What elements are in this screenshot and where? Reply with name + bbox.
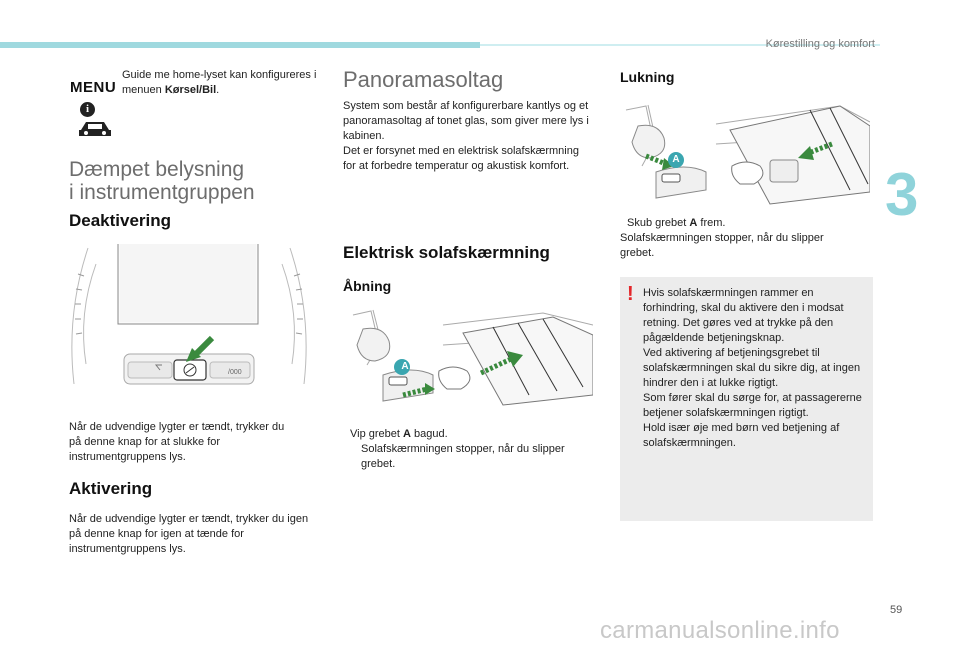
opening-step-after: bagud. (410, 428, 448, 440)
closing-result-text: Solafskærmningen stopper, når du slipper… (620, 232, 824, 259)
closing-figure (625, 104, 870, 205)
warning-box (620, 277, 873, 521)
dimming-title-line1: Dæmpet belysning (69, 158, 245, 181)
chapter-number: 3 (885, 161, 919, 228)
activation-text: Når de udvendige lygter er tændt, trykke… (69, 513, 309, 555)
closing-step: Skub grebet A frem. Solafskærmningen sto… (620, 216, 870, 261)
closing-result: Solafskærmningen stopper, når du slipper… (620, 231, 855, 261)
warning-text: Hvis solafskærmningen rammer en forhindr… (643, 287, 862, 449)
closing-callout-label: A (672, 154, 680, 165)
opening-figure (352, 309, 593, 406)
closing-step-before: Skub grebet (627, 217, 690, 229)
dimming-title: Dæmpet belysning i instrumentgruppen (69, 158, 255, 204)
section-title: Kørestilling og komfort (765, 38, 875, 50)
opening-result: Solafskærmningen stopper, når du slipper… (361, 443, 565, 470)
instrument-cluster-figure: /000 (68, 244, 310, 390)
closing-heading: Lukning (620, 69, 675, 85)
panorama-title: Panoramasoltag (343, 67, 504, 92)
opening-callout-label: A (401, 361, 409, 372)
deactivation-text: Når de udvendige lygter er tændt, trykke… (69, 421, 285, 463)
car-icon (79, 122, 111, 136)
closing-step-after: frem. (697, 217, 726, 229)
opening-step-bold: A (403, 428, 411, 440)
warning-icon: ! (627, 283, 634, 305)
dimming-title-line2: i instrumentgruppen (69, 181, 255, 204)
sunblind-heading: Elektrisk solafskærmning (343, 243, 550, 262)
closing-step-bold: A (689, 217, 698, 229)
accent-bar (0, 42, 480, 48)
deactivation-heading: Deaktivering (69, 211, 172, 230)
opening-heading: Åbning (343, 278, 392, 294)
menu-note-text: Guide me home-lyset kan konfigureres i m… (122, 68, 322, 98)
menu-label: MENU (70, 79, 117, 96)
panorama-intro: System som består af konfigurerbare kant… (343, 100, 589, 172)
accent-bar-light (480, 44, 880, 46)
menu-note-text-after: . (216, 84, 220, 96)
info-icon: i (80, 102, 95, 117)
menu-path: Kørsel/Bil (164, 84, 217, 96)
watermark-text: carmanualsonline.info (600, 617, 840, 644)
page-number: 59 (890, 604, 903, 616)
menu-note-text-before: Guide me home-lyset kan konfigureres i m… (122, 69, 317, 96)
opening-step-before: Vip grebet (350, 428, 404, 440)
activation-heading: Aktivering (69, 479, 153, 498)
opening-step: Vip grebet A bagud. Solafskærmningen sto… (343, 427, 593, 472)
svg-text:/000: /000 (228, 369, 242, 376)
